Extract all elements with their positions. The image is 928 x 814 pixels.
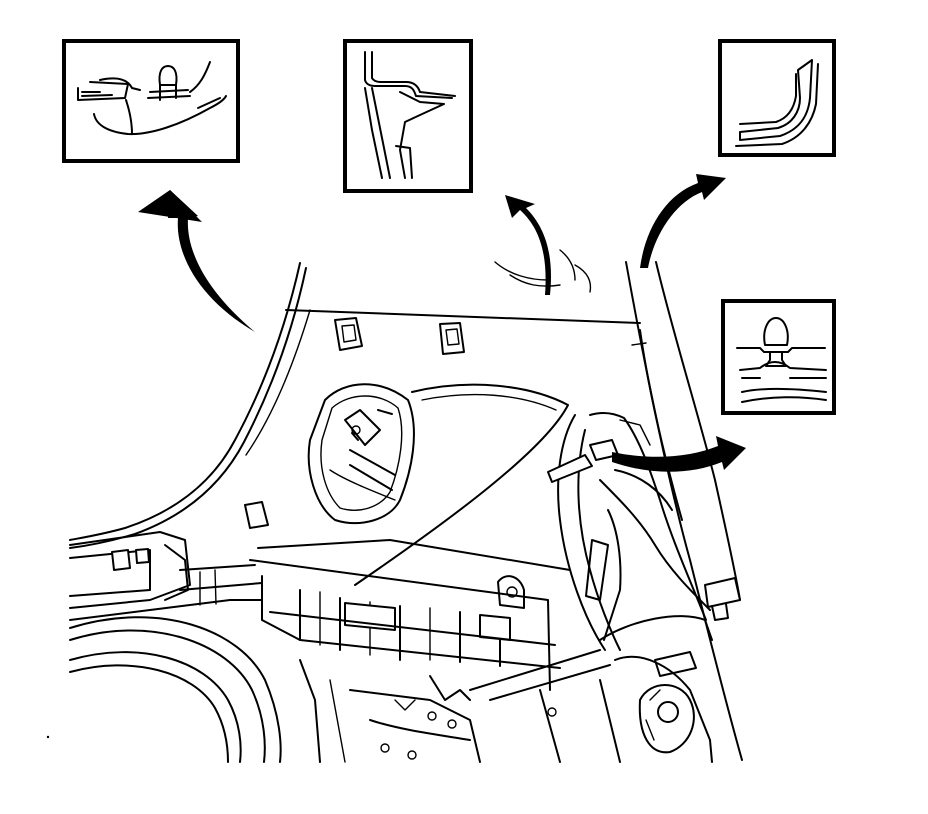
trim-flange-icon: [364, 51, 456, 179]
callout-arrow-upper-left: [138, 190, 255, 332]
left-latch-area: [69, 531, 263, 621]
floor-pan: [349, 649, 621, 763]
upper-retainer-tab-right: [439, 322, 465, 355]
push-pin-retainer-icon: [77, 61, 227, 136]
trim-panel-curved-edge: [354, 383, 569, 586]
callout-arrow-upper-center: [494, 195, 592, 295]
speaker-opening: [307, 383, 415, 525]
stray-mark: [46, 735, 50, 739]
clip-retainer-icon: [736, 317, 827, 403]
right-pillar: [625, 261, 743, 761]
left-body-contour: [69, 262, 311, 549]
trim-panel-top-edge: [285, 309, 641, 324]
callout-arrow-right: [612, 436, 746, 472]
lower-clip-left: [244, 501, 269, 529]
inset-push-pin-retainer-detail: [62, 39, 240, 163]
upper-retainer-tab-left: [334, 317, 363, 351]
spare-tire-well: [69, 616, 346, 763]
callout-arrow-upper-right: [640, 174, 726, 268]
inset-clip-retainer-detail: [721, 299, 836, 415]
lower-right-panel: [599, 577, 741, 763]
quarter-trim-panel-drawing: [69, 261, 743, 763]
inset-weatherstrip-edge-detail: [718, 39, 836, 157]
inset-trim-edge-flange-detail: [343, 39, 473, 193]
weatherstrip-icon: [735, 59, 819, 147]
rear-sill-assembly: [249, 539, 571, 691]
right-quarter-trim: [547, 412, 711, 651]
